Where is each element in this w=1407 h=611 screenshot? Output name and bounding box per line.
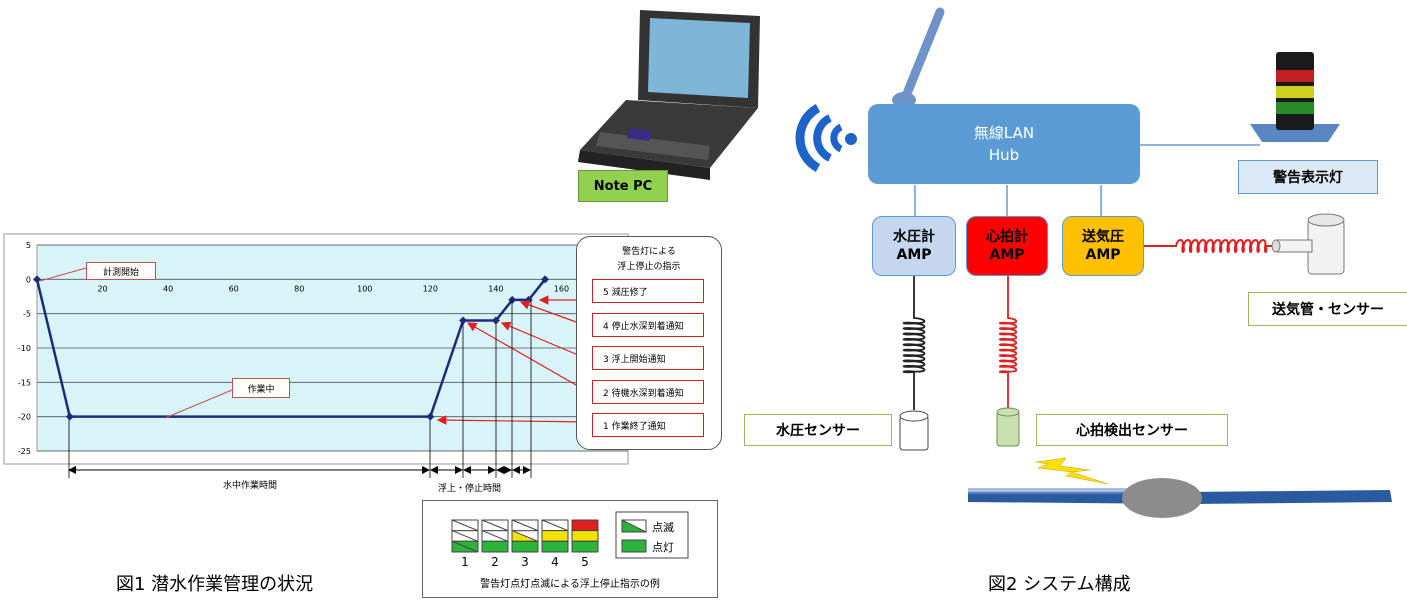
pressure-coil: [902, 276, 926, 410]
x-tick-label: 40: [163, 284, 173, 293]
wifi-icon: [795, 104, 857, 172]
amp-1-line-1: 水圧計: [893, 229, 935, 245]
panel-title-1: 警告灯による: [622, 247, 676, 257]
hub-label-2: Hub: [988, 146, 1020, 164]
wireless-lan-hub: 無線LAN Hub: [868, 104, 1140, 184]
data-point: [459, 316, 468, 325]
y-tick-label: -20: [18, 413, 31, 422]
step-3: 3 浮上開始通知: [592, 346, 704, 370]
antenna-icon: [892, 7, 945, 108]
amp-2-line-2: AMP: [989, 247, 1025, 263]
y-tick-label: 5: [26, 241, 31, 250]
on-swatch: [621, 539, 647, 553]
step-2: 2 待機水深到着通知: [592, 380, 704, 404]
data-point: [524, 295, 533, 304]
step-1: 1 作業終了通知: [592, 413, 704, 437]
water-pressure-amp: 水圧計 AMP: [872, 216, 956, 276]
amp-2-line-1: 心拍計: [986, 229, 1028, 245]
amp-3-line-1: 送気圧: [1082, 229, 1124, 245]
heartbeat-sensor-label: 心拍検出センサー: [1036, 414, 1228, 446]
pressure-sensor-icon: [899, 410, 929, 451]
light-4: [541, 519, 569, 553]
data-point: [541, 275, 550, 284]
data-point: [508, 295, 517, 304]
x-tick-label: 160: [554, 284, 569, 293]
system-diagram: [578, 7, 1392, 518]
y-tick-label: -25: [18, 447, 31, 456]
step2-arrow: [466, 322, 591, 394]
y-tick-label: -5: [23, 310, 31, 319]
underwater-span-label: 水中作業時間: [222, 481, 277, 491]
y-tick-label: -15: [18, 378, 31, 387]
start-annotation: 計測開始: [86, 262, 156, 280]
heartbeat-sensor-icon: [996, 407, 1020, 447]
on-label: 点灯: [652, 541, 674, 554]
air-pressure-amp: 送気圧 AMP: [1062, 216, 1144, 276]
amp-1-line-2: AMP: [896, 247, 932, 263]
hub-label-1: 無線LAN: [973, 124, 1035, 142]
air-hose-coil: [1144, 239, 1276, 253]
figure-2-caption: 図2 システム構成: [988, 574, 1131, 595]
x-tick-label: 140: [488, 284, 503, 293]
data-point: [65, 412, 74, 421]
y-tick-label: -10: [18, 344, 31, 353]
working-annotation: 作業中: [232, 378, 290, 398]
warning-light-icon: [1250, 52, 1340, 142]
chest-belt-icon: [968, 478, 1392, 518]
blink-swatch: [621, 519, 647, 533]
x-tick-label: 60: [229, 284, 239, 293]
light-1: [451, 519, 479, 553]
step3-arrow: [500, 321, 591, 361]
light-number-4: 4: [551, 555, 559, 569]
x-tick-label: 80: [294, 284, 304, 293]
light-5: [571, 519, 599, 553]
y-tick-label: 0: [26, 275, 31, 284]
light-number-1: 1: [461, 555, 469, 569]
amp-3-line-2: AMP: [1085, 247, 1121, 263]
legend-caption: 警告灯点灯点滅による浮上停止指示の例: [480, 579, 660, 590]
light-legend-icons: [451, 511, 689, 559]
light-number-3: 3: [521, 555, 529, 569]
data-point: [33, 275, 41, 284]
blink-label: 点滅: [652, 521, 674, 534]
x-tick-label: 100: [357, 284, 372, 293]
figure-1-caption: 図1 潜水作業管理の状況: [116, 574, 314, 595]
light-number-2: 2: [491, 555, 499, 569]
note-pc-label: Note PC: [578, 170, 668, 202]
heartbeat-coil: [998, 276, 1018, 408]
light-2: [481, 519, 509, 553]
start-leader: [39, 267, 87, 282]
ascent-span-label: 浮上・停止時間: [438, 484, 502, 494]
step-5: 5 減圧修了: [592, 279, 704, 303]
warning-light-label: 警告表示灯: [1238, 160, 1378, 194]
light-3: [511, 519, 539, 553]
data-point: [491, 316, 500, 325]
laptop-icon: [578, 10, 760, 180]
heart-rate-amp: 心拍計 AMP: [966, 216, 1048, 276]
air-hose-sensor-icon: [1271, 213, 1345, 275]
panel-title-2: 浮上停止の指示: [617, 262, 681, 272]
step-4: 4 停止水深到着通知: [592, 313, 704, 337]
pressure-sensor-label: 水圧センサー: [744, 414, 892, 446]
x-tick-label: 120: [423, 284, 438, 293]
lightning-icon: [1035, 457, 1109, 485]
callout-arrows: [39, 267, 591, 478]
data-point: [426, 412, 435, 421]
x-tick-label: 20: [97, 284, 107, 293]
working-leader: [164, 389, 233, 419]
light-number-5: 5: [581, 555, 589, 569]
air-hose-sensor-label: 送気管・センサー: [1248, 292, 1407, 326]
